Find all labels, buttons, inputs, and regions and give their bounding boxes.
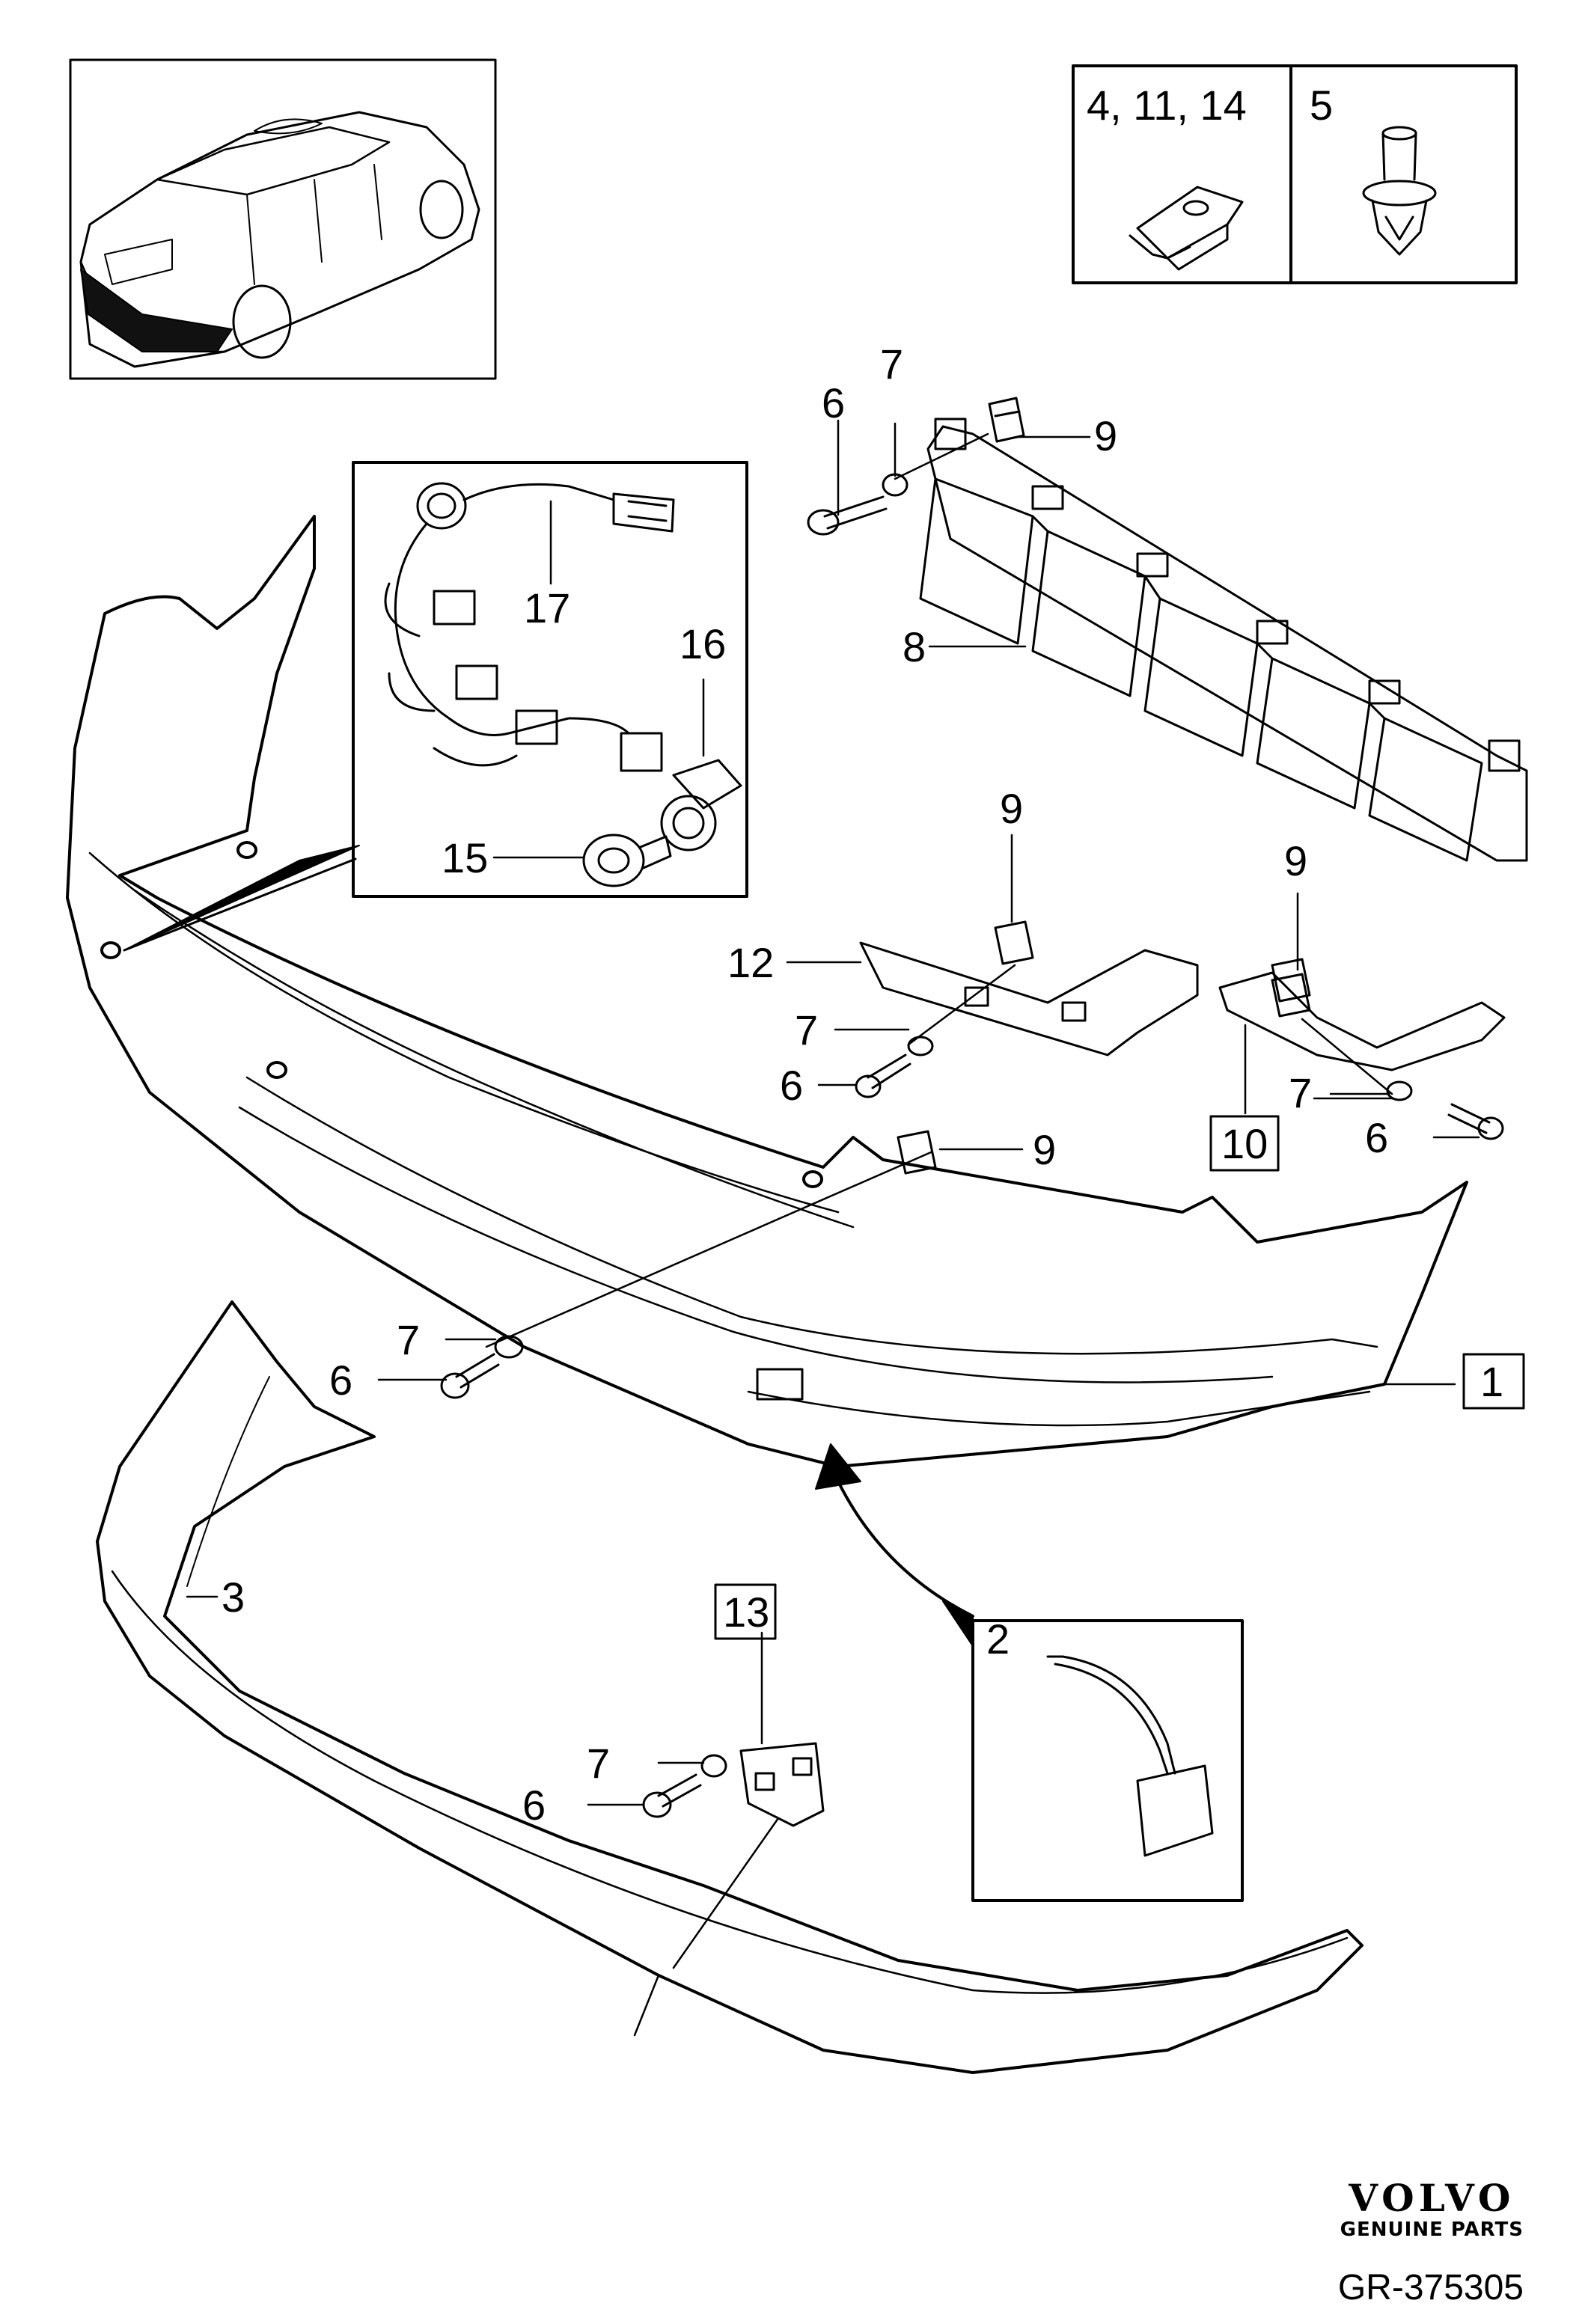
clip-nut-icon [1129, 186, 1244, 271]
callout-1: 1 [1480, 1358, 1503, 1405]
brand-subtitle: GENUINE PARTS [1340, 2218, 1524, 2241]
callout-9: 9 [1000, 785, 1023, 832]
callout-6: 6 [329, 1357, 352, 1404]
callout-15: 15 [442, 834, 488, 881]
impact-absorber [919, 418, 1528, 862]
callout-13: 13 [723, 1588, 769, 1636]
callout-7: 7 [587, 1740, 610, 1787]
callout-2: 2 [986, 1615, 1010, 1663]
screw-washer [807, 473, 909, 536]
lower-spoiler [96, 1300, 1364, 2074]
callout-9: 9 [1094, 412, 1117, 459]
callout-7: 7 [795, 1006, 818, 1054]
diagram-reference: GR-375305 [1337, 2268, 1524, 2308]
leader-lines [186, 419, 1480, 2037]
retaining-clip [988, 397, 1025, 443]
callout-9: 9 [1033, 1126, 1056, 1173]
callout-8: 8 [903, 623, 926, 670]
callout-12: 12 [727, 939, 774, 986]
callout-16: 16 [680, 620, 726, 667]
brand-logo: VOLVO GENUINE PARTS [1340, 2179, 1524, 2242]
callout-6: 6 [822, 379, 845, 426]
right-bracket [1218, 958, 1506, 1071]
callout-6: 6 [780, 1062, 803, 1109]
callout-3: 3 [222, 1574, 245, 1621]
callout-7: 7 [880, 340, 903, 388]
callout-17: 17 [524, 584, 570, 632]
callout-6: 6 [522, 1782, 546, 1829]
push-rivet-icon [1362, 126, 1437, 256]
legend-cell-label-clip-nut: 4, 11, 14 [1087, 82, 1247, 129]
rear-bumper-cover [66, 515, 1468, 1468]
tow-eye-cover-inset [971, 1619, 1244, 1902]
callout-7: 7 [397, 1316, 420, 1363]
brand-name: VOLVO [1349, 2176, 1515, 2220]
car-overview-inset [69, 58, 497, 380]
callout-9: 9 [1284, 837, 1307, 884]
legend-cell-label-push-rivet: 5 [1310, 82, 1333, 129]
left-bracket [859, 920, 1199, 1056]
callout-10: 10 [1221, 1120, 1268, 1167]
callout-6: 6 [1365, 1114, 1388, 1161]
spoiler-bracket [739, 1742, 825, 1827]
wiring-harness-inset [352, 461, 748, 898]
legend-table [1072, 64, 1518, 284]
callout-7: 7 [1289, 1069, 1312, 1116]
